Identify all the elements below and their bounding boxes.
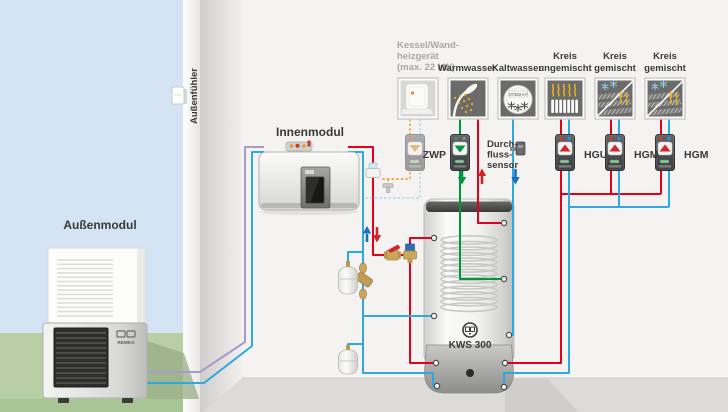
indoor-module-panel — [300, 166, 331, 209]
hgu-label: HGU — [584, 149, 607, 161]
hgu-pump-module — [555, 134, 574, 170]
radiator — [550, 98, 579, 114]
port-cold-water — [505, 331, 513, 339]
mixed-circuit-1-label-1: Kreis — [603, 51, 627, 62]
ball-valve — [359, 288, 367, 300]
indoor-module-label: Innenmodul — [276, 125, 344, 139]
shower-droplets — [453, 93, 474, 114]
hgm2-pump-module — [655, 134, 674, 170]
shower-head — [464, 83, 478, 95]
optional-boiler-pipes — [365, 119, 421, 199]
flow-sensor-label-1: Durch- — [487, 139, 518, 150]
hot-water-icon — [447, 77, 489, 120]
outdoor-unit-grille-slats — [56, 332, 106, 384]
wall-outer-strip — [183, 0, 200, 412]
three-way-valve — [384, 244, 401, 261]
wall-reveal — [200, 0, 242, 412]
outdoor-ground-band — [0, 399, 183, 412]
boiler-icon — [397, 77, 439, 120]
refrigerant-lines — [147, 146, 264, 384]
hydraulic-fittings — [338, 162, 417, 375]
motor-valve — [365, 162, 381, 178]
tank-top-cap — [426, 201, 512, 212]
mixed-circuit-2-label-1: Kreis — [653, 51, 677, 62]
flow-arrows — [362, 168, 520, 243]
zone-valve-actuator — [403, 243, 417, 263]
arrow-red-down — [372, 227, 382, 243]
mixed-circuit-icon-2 — [645, 78, 685, 119]
storage-tank: KWS 300 — [423, 198, 515, 394]
interior-floor — [203, 378, 728, 412]
zwp-pump-module — [450, 134, 469, 170]
flow-sensor — [510, 141, 526, 156]
port-circulation — [500, 275, 508, 283]
hgm1-label: HGM — [634, 149, 659, 161]
meter-reading: 07353 m³ — [509, 92, 527, 97]
port-return-mid — [430, 312, 438, 320]
boiler-label-3: (max. 22 kW) — [397, 62, 455, 73]
tank-drain — [466, 369, 474, 377]
port-bottom-right-blue — [500, 383, 508, 391]
cold-water-icon: 07353 m³ — [497, 77, 539, 120]
ball-valve — [359, 262, 367, 274]
outdoor-unit-vents — [57, 259, 113, 317]
outdoor-unit: REMKO — [42, 247, 148, 403]
brand-logo: REMKO — [116, 330, 136, 345]
pipe-refrigerant-purple — [147, 146, 264, 373]
hot-water-label: Warmwasser — [438, 63, 497, 74]
boiler-label-1: Kessel/Wand- — [397, 40, 459, 51]
mixed-circuit-2-label-2: gemischt — [644, 63, 687, 74]
outdoor-module-label: Außenmodul — [63, 218, 136, 232]
port-hot-water — [500, 219, 508, 227]
mixed-circuit-1-label-2: gemischt — [594, 63, 637, 74]
diagonal-divider — [596, 80, 634, 118]
tank-base — [424, 344, 514, 394]
cold-water-label: Kaltwasser — [492, 63, 542, 74]
port-flow-upper — [430, 234, 438, 242]
outdoor-unit-foot — [58, 398, 69, 403]
port-bottom-left-blue — [433, 382, 441, 390]
port-bottom-right-red — [501, 359, 509, 367]
tank-ports — [430, 219, 513, 391]
zwp-label: ZWP — [423, 149, 446, 161]
brand-text: REMKO — [117, 340, 135, 345]
arrow-blue-up — [362, 226, 372, 242]
outdoor-sensor — [171, 86, 187, 105]
indoor-module — [258, 140, 360, 215]
boiler-label-2: heizgerät — [397, 51, 440, 62]
unmixed-circuit-label-2: ungemischt — [538, 63, 592, 74]
pump-modules: ZWP HGU HGM HGM — [405, 134, 709, 170]
mixed-circuit-icon — [594, 77, 636, 120]
pipe-circulation-green — [459, 119, 502, 280]
flow-sensor-label-3: sensor — [487, 160, 518, 171]
outdoor-sensor-label: Außenfühler — [189, 68, 200, 124]
hgm1-pump-module — [605, 134, 624, 170]
valve-red-handle — [388, 244, 401, 253]
flow-sensor-label-2: fluss- — [487, 150, 512, 161]
tank-coil — [440, 235, 498, 313]
port-bottom-left-red — [432, 359, 440, 367]
floor-coils — [597, 91, 633, 116]
arrow-blue-down — [511, 169, 520, 185]
pipe-refrigerant-blue — [147, 151, 264, 384]
outdoor-unit-shadow — [147, 341, 199, 399]
tank-model-label: KWS 300 — [449, 340, 492, 351]
arrow-red-up — [477, 168, 487, 184]
outdoor-unit-foot — [122, 398, 133, 403]
tee-sensor-fitting — [382, 183, 394, 193]
boiler-pump-module — [405, 134, 424, 170]
hgm2-label: HGM — [684, 149, 709, 161]
outdoor-sensor-shadow — [184, 89, 187, 104]
expansion-vessel-1 — [338, 261, 358, 295]
unmixed-circuit-label-1: Kreis — [553, 51, 577, 62]
unmixed-circuit-icon — [544, 77, 586, 120]
expansion-vessel-2 — [338, 345, 358, 375]
tank-logo — [462, 322, 478, 338]
tank-floor-shadow — [505, 379, 578, 412]
